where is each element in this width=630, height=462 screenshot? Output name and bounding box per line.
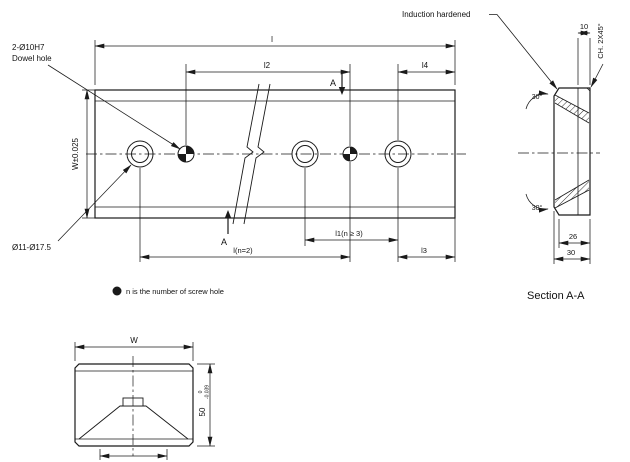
dowel-hole-callout: 2-Ø10H7 Dowel hole <box>12 43 181 150</box>
screw-hole-counterbore-3 <box>384 140 412 168</box>
dim-30-label: 30 <box>567 248 575 257</box>
dim-50-label: 50 <box>198 407 207 416</box>
break-lines <box>232 83 271 225</box>
dim-50-tol-upper: 0 <box>198 390 204 393</box>
hardened-zone-top <box>554 94 590 124</box>
dim-26-label: 26 <box>569 232 577 241</box>
dim-l2: l2 <box>185 61 351 146</box>
chamfer-callout: CH. 2X45° <box>590 23 605 88</box>
section-marker-label-top: A <box>330 78 336 88</box>
dowel-hole-label-line1: 2-Ø10H7 <box>12 43 45 52</box>
section-outline <box>553 87 591 216</box>
dim-total-length: l <box>94 35 456 85</box>
screw-hole-counterbore-1 <box>126 140 154 168</box>
screw-hole-legend-icon <box>112 286 122 296</box>
counterbore-callout: Ø11-Ø17.5 <box>12 164 132 252</box>
angle-bottom-label: 30° <box>532 204 543 212</box>
angle-bottom: 30° <box>525 193 549 213</box>
dim-w-bottom-label: W <box>130 336 138 345</box>
dim-thickness-10: 10 <box>577 22 591 85</box>
counterbore-label: Ø11-Ø17.5 <box>12 243 52 252</box>
dowel-hole-label-line2: Dowel hole <box>12 54 52 63</box>
dim-l-n2: l(n=2) <box>139 162 351 262</box>
dim-10-label: 10 <box>580 22 588 31</box>
section-cut-marker-top: A <box>330 74 346 95</box>
dim-50-tol-lower: -0.039 <box>205 385 211 399</box>
dim-w-label: W±0.025 <box>71 137 80 170</box>
legend-note: n is the number of screw hole <box>126 287 224 296</box>
dim-width: W±0.025 <box>71 89 95 219</box>
section-title: Section A-A <box>527 290 585 302</box>
dim-height-50: 50 0 -0.039 <box>197 363 215 447</box>
dim-width-w: W <box>74 336 194 361</box>
section-view: 30° 30° 10 26 30 Induction hardened <box>402 10 605 302</box>
section-cut-marker-bottom: A <box>221 210 232 247</box>
hardened-zone-bottom <box>554 179 590 209</box>
dim-l-n2-label: l(n=2) <box>233 246 253 255</box>
induction-hardened-label: Induction hardened <box>402 10 471 19</box>
bottom-view: W 50 0 -0.039 <box>74 336 215 460</box>
section-marker-label-bottom: A <box>221 237 227 247</box>
dim-l3: l3 <box>397 218 456 262</box>
screw-hole-counterbore-2 <box>291 140 319 168</box>
chamfer-label: CH. 2X45° <box>596 23 605 59</box>
legend: n is the number of screw hole <box>112 286 224 296</box>
dowel-hole-symbol <box>177 145 195 163</box>
section-chamfer-edge <box>586 87 591 92</box>
dim-30: 30 <box>553 211 591 264</box>
screw-hole-symbol <box>342 146 358 162</box>
dim-l1: l1(n ≥ 3) <box>304 168 399 262</box>
dim-l3-label: l3 <box>421 246 427 255</box>
main-view: A A l l2 l4 <box>12 35 466 262</box>
induction-hardened-callout: Induction hardened <box>402 10 558 90</box>
dim-l1-label: l1(n ≥ 3) <box>335 229 363 238</box>
dim-bottom-unlabeled <box>99 449 168 460</box>
dim-l4-label: l4 <box>422 61 429 70</box>
dim-l4: l4 <box>397 61 456 140</box>
angle-top-label: 30° <box>532 93 543 101</box>
dim-l2-label: l2 <box>264 61 271 70</box>
dim-26: 26 <box>558 219 591 248</box>
angle-top: 30° <box>525 90 549 110</box>
dim-l-label: l <box>271 35 273 44</box>
